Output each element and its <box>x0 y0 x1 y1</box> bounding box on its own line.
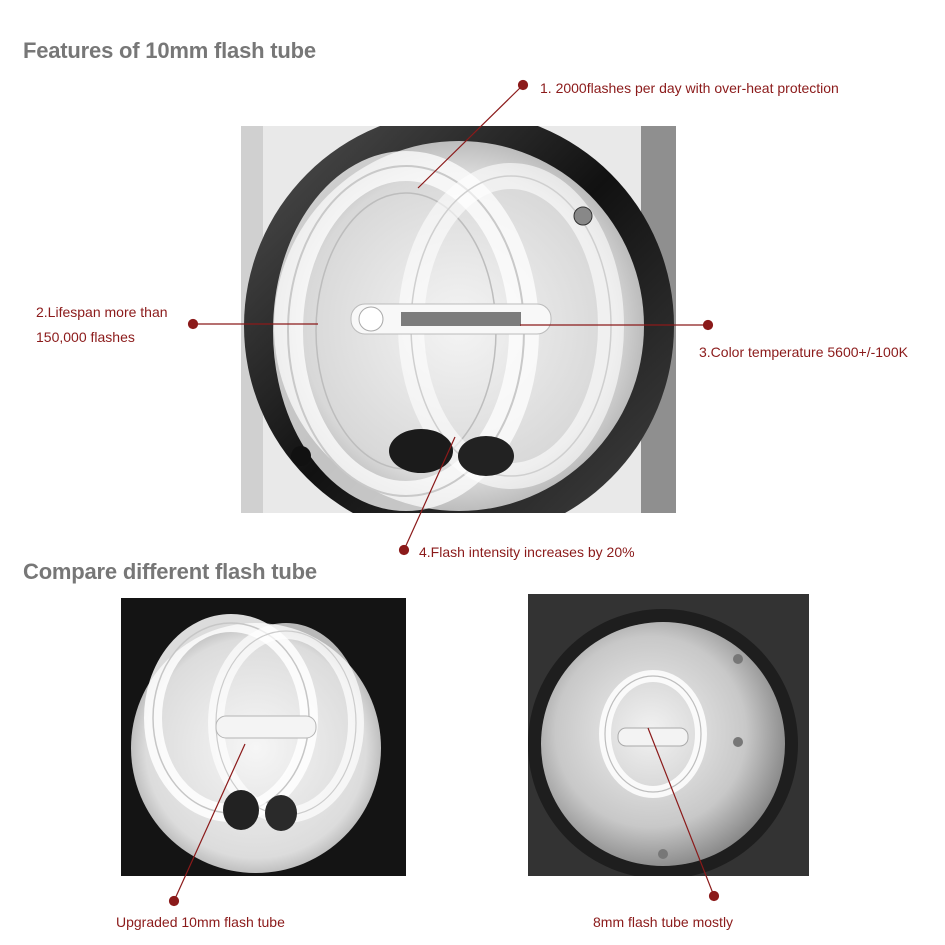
main-flash-tube-photo <box>241 126 676 513</box>
caption-upgraded: Upgraded 10mm flash tube <box>116 914 285 930</box>
callout-intensity: 4.Flash intensity increases by 20% <box>419 544 635 560</box>
compare-heading: Compare different flash tube <box>23 559 317 584</box>
callout-lifespan-line1: 2.Lifespan more than <box>36 304 168 320</box>
upgraded-flash-tube-photo <box>121 598 406 876</box>
flash-tube-10mm-illustration <box>241 126 676 513</box>
callout-lifespan-line2: 150,000 flashes <box>36 329 135 345</box>
dot-overheat <box>517 79 529 91</box>
features-heading: Features of 10mm flash tube <box>23 38 316 63</box>
dot-color-temp <box>702 319 714 331</box>
dot-upgraded <box>168 895 180 907</box>
dot-mostly <box>708 890 720 902</box>
callout-color-temp: 3.Color temperature 5600+/-100K <box>699 344 908 360</box>
callout-overheat: 1. 2000flashes per day with over-heat pr… <box>540 80 839 96</box>
flash-tube-10mm-small-illustration <box>121 598 406 876</box>
caption-mostly: 8mm flash tube mostly <box>593 914 734 930</box>
flash-tube-8mm-illustration <box>528 594 809 876</box>
standard-flash-tube-photo <box>528 594 809 876</box>
dot-intensity <box>398 544 410 556</box>
dot-lifespan <box>187 318 199 330</box>
